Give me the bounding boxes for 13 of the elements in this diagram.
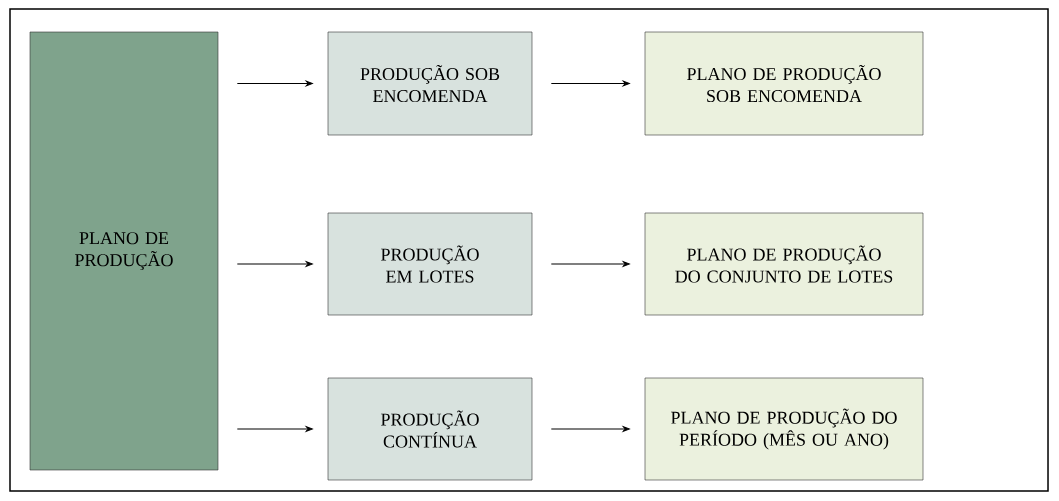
- arrow: [236, 80, 313, 87]
- plan-box: PLANO DE PRODUÇÃO DO CONJUNTO DE LOTES: [644, 212, 924, 316]
- arrow: [236, 426, 313, 432]
- arrow: [550, 261, 630, 267]
- category-box: PRODUÇÃO SOB ENCOMENDA: [327, 31, 533, 136]
- arrow: [236, 261, 313, 267]
- plan-box: PLANO DE PRODUÇÃO SOB ENCOMENDA: [644, 31, 924, 136]
- arrow: [550, 426, 630, 432]
- category-box: PRODUÇÃO CONTÍNUA: [327, 377, 533, 481]
- main-box: PLANO DE PRODUÇÃO: [29, 31, 219, 471]
- plan-box: PLANO DE PRODUÇÃO DO PERÍODO (MÊS OU ANO): [644, 377, 924, 481]
- arrow: [550, 80, 630, 87]
- category-box: PRODUÇÃO EM LOTES: [327, 212, 533, 316]
